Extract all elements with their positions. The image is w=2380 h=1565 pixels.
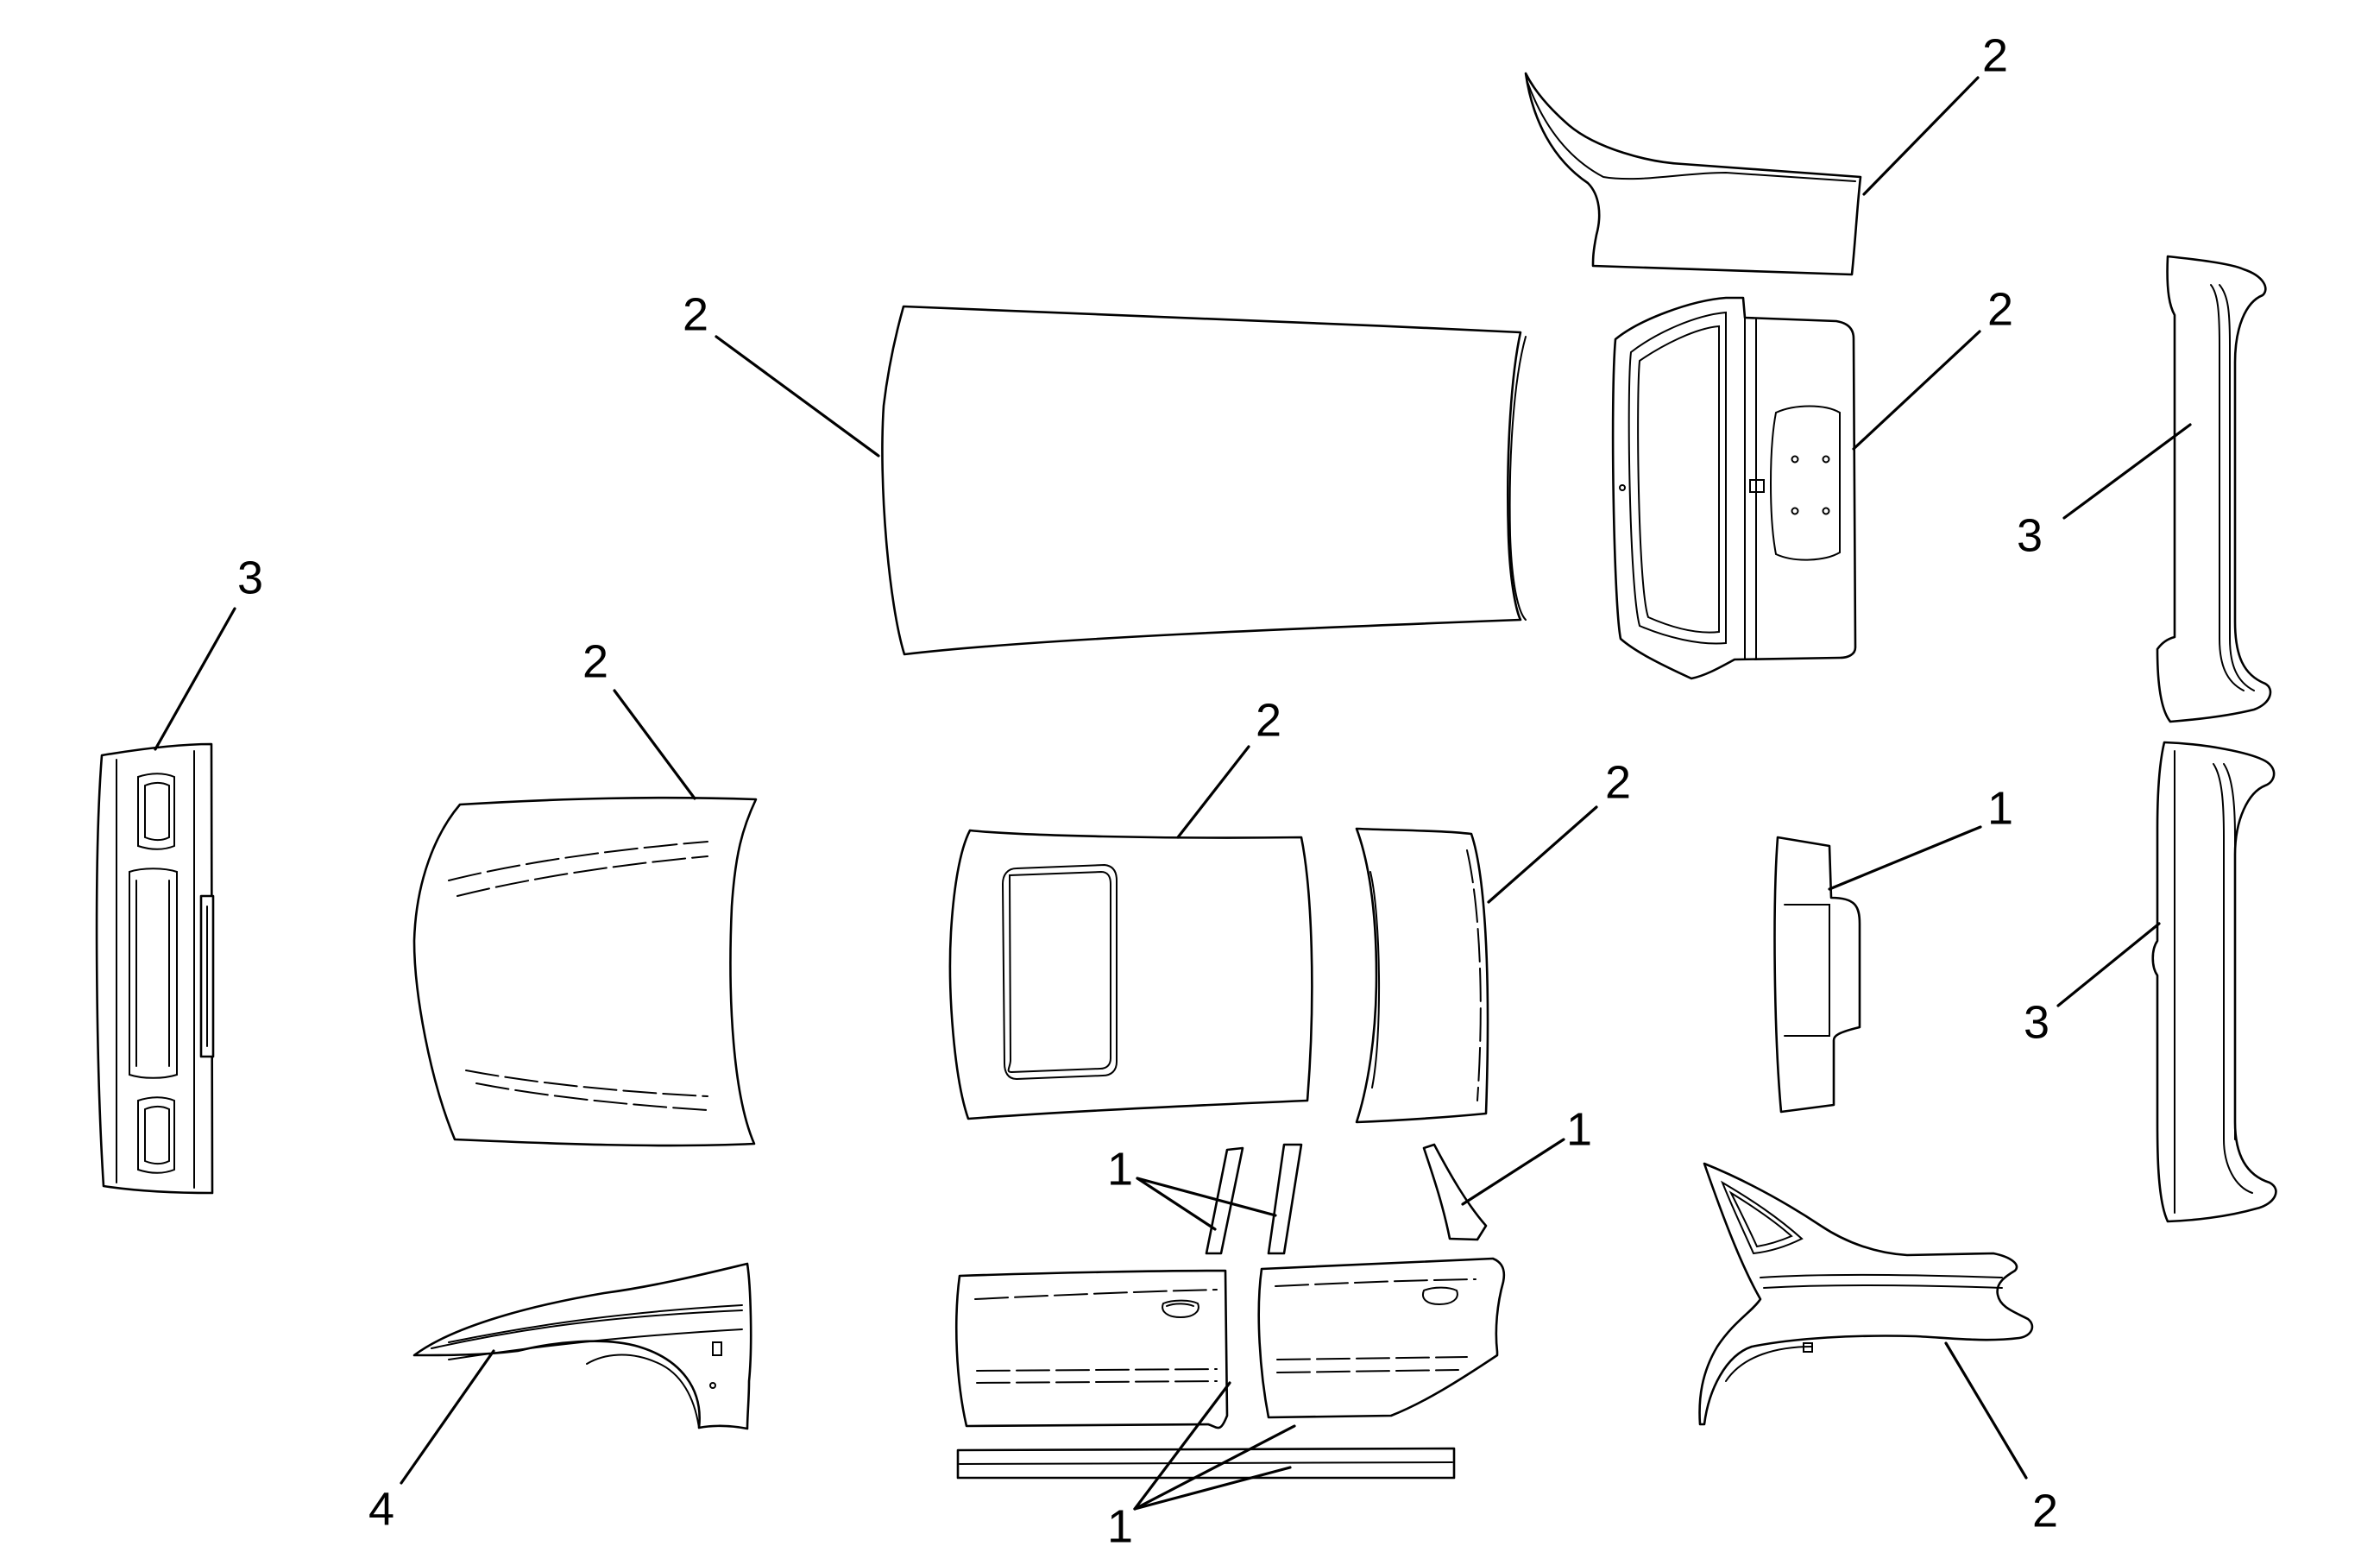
rear-bumper-lower — [2151, 741, 2277, 1223]
callout-door-trim: 1 — [1566, 1103, 1592, 1155]
front-door — [954, 1269, 1229, 1429]
door-window-moldings — [1205, 1143, 1303, 1255]
callout-quarter-upper: 2 — [1982, 29, 2008, 81]
roof-rear-panel — [1355, 827, 1489, 1124]
leader-moldings-a — [1133, 1381, 1231, 1511]
callout-roof-rear: 2 — [1605, 756, 1631, 808]
quarter-panel-upper-section — [1524, 72, 1862, 276]
callout-door-moldings: 1 — [1107, 1500, 1133, 1552]
callout-fender: 4 — [368, 1483, 394, 1535]
callout-front-bumper: 3 — [237, 552, 263, 603]
leader-lines — [154, 76, 2192, 1511]
leader-roof-panel — [715, 335, 880, 458]
callout-hood: 2 — [582, 635, 608, 687]
leader-pillar-trim — [1828, 825, 1982, 891]
roof-sunroof-panel — [948, 829, 1313, 1120]
liftgate — [1611, 296, 1857, 680]
hood — [412, 796, 758, 1147]
rear-quarter-panel — [1698, 1162, 2034, 1426]
front-fender — [412, 1262, 752, 1430]
rear-door-window-trim — [1422, 1143, 1488, 1241]
callout-window-trim: 1 — [1107, 1143, 1133, 1195]
roof-panel — [881, 305, 1527, 656]
callout-quarter-panel: 2 — [2032, 1485, 2058, 1537]
leader-quarter-panel — [1944, 1341, 2028, 1480]
leader-moldings-b — [1133, 1424, 1296, 1511]
leader-door-trim — [1461, 1138, 1565, 1206]
leader-front-bumper — [154, 607, 236, 751]
callout-liftgate: 2 — [1987, 283, 2013, 335]
leader-window-trim-a — [1136, 1177, 1217, 1231]
callout-labels: 2 2 2 3 3 2 2 2 1 3 1 1 1 2 4 — [237, 29, 2058, 1552]
leader-quarter-upper — [1862, 76, 1980, 196]
leader-fender — [400, 1349, 495, 1485]
leader-hood — [613, 689, 696, 800]
leader-moldings-c — [1133, 1466, 1292, 1511]
callout-rear-bumper-upper: 3 — [2017, 509, 2043, 561]
leader-rear-bumper-lower — [2056, 922, 2161, 1007]
leader-roof-sunroof — [1176, 745, 1250, 839]
callout-roof-panel: 2 — [683, 288, 708, 340]
callout-pillar-trim: 1 — [1987, 782, 2013, 834]
rocker-molding — [956, 1447, 1456, 1480]
rear-door — [1257, 1257, 1506, 1419]
callout-roof-sunroof: 2 — [1256, 694, 1281, 746]
callout-rear-bumper-lower: 3 — [2024, 996, 2049, 1048]
rear-bumper-upper — [2156, 255, 2272, 723]
leader-roof-rear — [1487, 805, 1598, 904]
leader-liftgate — [1852, 330, 1981, 451]
front-bumper — [95, 742, 215, 1195]
leader-rear-bumper-upper — [2062, 423, 2192, 520]
leader-window-trim-b — [1136, 1177, 1277, 1217]
quarter-window-trim — [1773, 836, 1861, 1114]
